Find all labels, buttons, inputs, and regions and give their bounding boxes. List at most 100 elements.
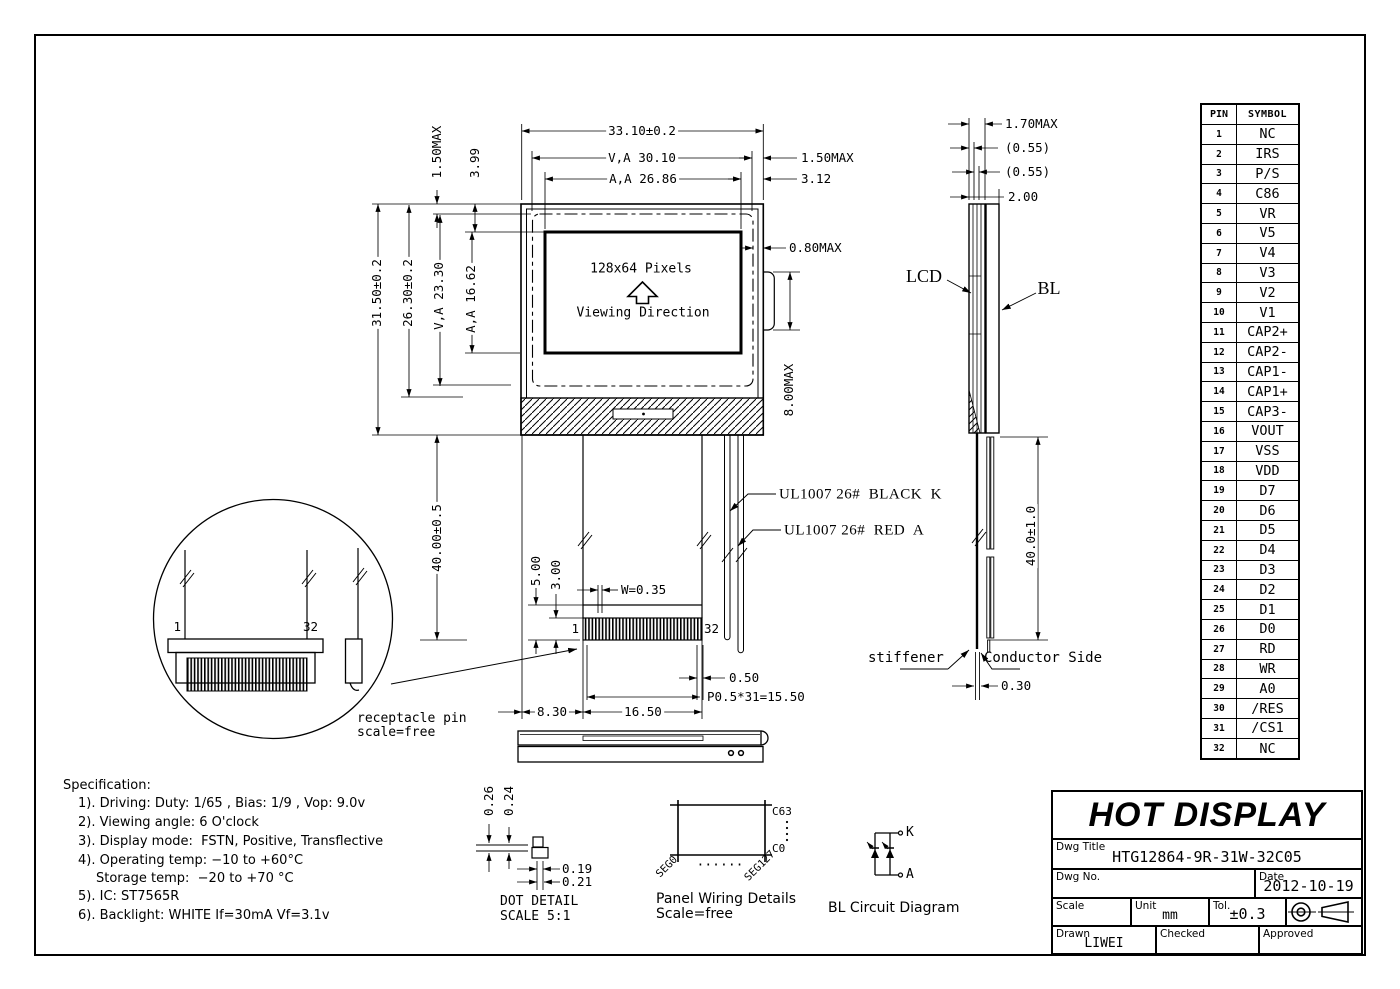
pin-number: 9 xyxy=(1202,283,1237,303)
dim-side-total: 1.70MAX xyxy=(1005,115,1058,131)
pin-table-row: 4 C86 xyxy=(1202,184,1298,205)
drawn-label: Drawn xyxy=(1056,928,1091,940)
title-block-dwg-no-row: Dwg No. Date 2012-10-19 xyxy=(1053,870,1361,899)
pin-symbol: D7 xyxy=(1259,482,1276,499)
dim-fpc-exposed: 5.00 xyxy=(527,555,543,587)
pin-number: 2 xyxy=(1202,144,1237,164)
pin-number: 12 xyxy=(1202,342,1237,362)
dim-right-aa-margin: 3.12 xyxy=(801,170,832,186)
viewing-direction-label: Viewing Direction xyxy=(576,305,710,321)
pin-number: 26 xyxy=(1202,619,1237,639)
pin-number: 30 xyxy=(1202,699,1237,718)
pin-table-row: 30/RES xyxy=(1202,699,1298,719)
spec-line: 2). Viewing angle: 6 O'clock xyxy=(78,815,259,830)
dim-stiffener: 0.30 xyxy=(1001,677,1032,693)
dim-va-height: V,A 23.30 xyxy=(430,260,446,332)
pin-number: 13 xyxy=(1202,362,1237,382)
pin-number: 15 xyxy=(1202,402,1237,421)
tol-value: ±0.3 xyxy=(1229,905,1266,923)
pin-symbol: CAP3- xyxy=(1247,403,1288,420)
lcd-label: LCD xyxy=(906,266,942,286)
wire-black-label: UL1007 26# BLACK K xyxy=(779,486,942,503)
bl-anode-label: A xyxy=(906,867,914,882)
dot-detail-caption-2: SCALE 5:1 xyxy=(500,909,571,924)
drawn-value: LIWEI xyxy=(1084,936,1124,951)
pin-number: 25 xyxy=(1202,600,1237,619)
dot-dim-024: 0.24 xyxy=(500,785,516,817)
pin-symbol: VR xyxy=(1259,205,1276,222)
pin-number: 14 xyxy=(1202,382,1237,402)
spec-line: 5). IC: ST7565R xyxy=(78,889,180,904)
dim-side-pol: (0.55) xyxy=(1005,163,1051,179)
pin-symbol: /CS1 xyxy=(1251,720,1284,737)
pin-number: 7 xyxy=(1202,243,1237,263)
led-icon xyxy=(886,849,894,858)
title-block-dwg-title-row: Dwg Title HTG12864-9R-31W-32C05 xyxy=(1053,840,1361,870)
dim-top-va-margin: 1.50MAX xyxy=(428,125,444,179)
spec-line: 6). Backlight: WHITE If=30mA Vf=3.1v xyxy=(78,908,330,923)
pin-number: 23 xyxy=(1202,560,1237,580)
panel-dots: ...... xyxy=(696,854,744,870)
dim-aa-width: A,A 26.86 xyxy=(607,170,679,186)
pin-symbol: D1 xyxy=(1259,601,1276,618)
dwg-title-value: HTG12864-9R-31W-32C05 xyxy=(1112,848,1302,866)
pin-number: 4 xyxy=(1202,184,1237,204)
dim-aa-height: A,A 16.62 xyxy=(462,263,478,335)
projection-symbol-icon xyxy=(1288,901,1354,923)
bl-circuit-caption: BL Circuit Diagram xyxy=(828,900,960,916)
pin-symbol: CAP1- xyxy=(1247,363,1288,380)
pin-symbol: V3 xyxy=(1259,264,1276,281)
pin-number: 1 xyxy=(1202,125,1237,144)
bottom-view xyxy=(517,730,769,763)
pin-number: 24 xyxy=(1202,580,1237,600)
pin-symbol: V1 xyxy=(1259,304,1276,321)
pin-symbol: V2 xyxy=(1259,284,1276,301)
dim-fpc-contact: 3.00 xyxy=(547,559,563,591)
dwg-title-label: Dwg Title xyxy=(1056,841,1106,853)
dot-detail xyxy=(476,824,560,890)
unit-label: Unit xyxy=(1135,900,1157,912)
dim-right-va-margin: 1.50MAX xyxy=(801,149,854,165)
pin-symbol: C86 xyxy=(1255,185,1280,202)
title-block-scale-row: Scale Unit mm Tol. ±0.3 xyxy=(1053,899,1361,927)
pin-symbol: /RES xyxy=(1251,700,1284,717)
dim-side-lcd: (0.55) xyxy=(1005,139,1051,155)
tol-label: Tol. xyxy=(1213,900,1231,912)
pin-number: 27 xyxy=(1202,639,1237,659)
pixels-label: 128x64 Pixels xyxy=(590,261,692,277)
company-name: HOT DISPLAY xyxy=(1088,795,1326,834)
pin-symbol: CAP2- xyxy=(1247,344,1288,361)
pin-symbol: D0 xyxy=(1259,621,1276,638)
dim-bezel: 0.80MAX xyxy=(789,239,842,255)
bl-cathode-label: K xyxy=(906,825,914,840)
pin-number: 32 xyxy=(1202,738,1237,759)
pin-symbol: CAP2+ xyxy=(1247,324,1288,341)
panel-caption-1: Panel Wiring Details xyxy=(656,891,797,907)
pin-number: 19 xyxy=(1202,481,1237,501)
receptacle-pin-32: 32 xyxy=(303,618,319,634)
spec-line: 4). Operating temp: −10 to +60°C xyxy=(78,853,304,868)
pin-symbol: D6 xyxy=(1259,502,1276,519)
date-label: Date xyxy=(1259,871,1285,883)
pin-number: 31 xyxy=(1202,718,1237,738)
pin-symbol: P/S xyxy=(1255,165,1280,182)
dot-dim-026: 0.26 xyxy=(480,785,496,817)
dim-fpc-end: 0.50 xyxy=(729,669,760,685)
pin-table-header-pin: PIN xyxy=(1202,105,1237,124)
pin-number: 5 xyxy=(1202,204,1237,223)
conductor-side-label: Conductor Side xyxy=(984,650,1103,666)
break-marks xyxy=(179,528,987,588)
pin-symbol: V4 xyxy=(1259,245,1276,262)
receptacle-caption-1: receptacle pin xyxy=(357,711,467,726)
